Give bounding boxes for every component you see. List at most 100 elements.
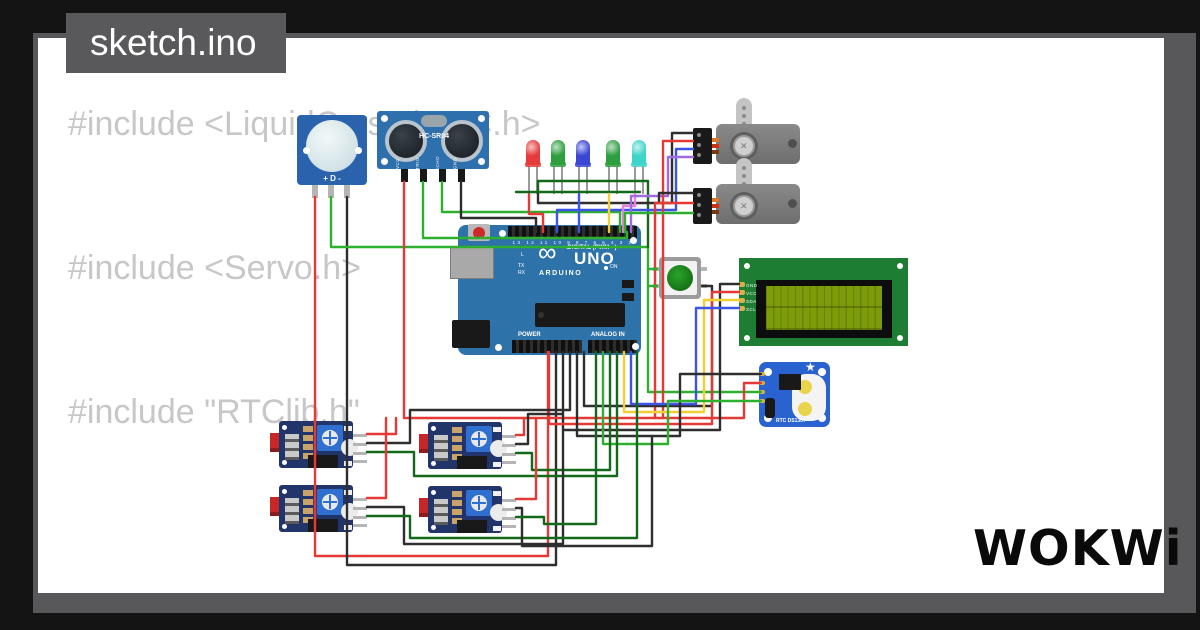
push-button[interactable] [653,257,707,303]
smd-part [344,426,352,431]
sketch-filename-tab[interactable]: sketch.ino [66,13,286,73]
ir-sensor-module-4[interactable] [419,486,517,534]
ribbon-wire-red [711,204,719,208]
mounting-hole [818,414,826,422]
ir-sensor-module-3[interactable] [270,485,368,533]
led-bulb [526,140,540,165]
arduino-brand-label: ARDUINO [539,270,583,277]
connector-pin [697,153,701,157]
mounting-hole [282,425,287,430]
led-red[interactable] [525,140,541,195]
arduino-uno-board[interactable]: 13 12 11 10 9 8 7 6 5 4 3 2 1 0 DIGITAL … [450,224,641,355]
sonar-label: HC-SR04 [419,133,449,140]
power-label: POWER [518,332,541,338]
sonar-pin [458,169,465,182]
analog-header[interactable] [588,340,637,353]
trimpot-slot [472,438,486,440]
lcd-pin-label: SCL [746,307,757,312]
digital-header[interactable] [508,226,637,239]
led-cyan[interactable] [631,140,647,195]
led-leg [642,166,644,194]
resistor [452,445,462,451]
comparator-ic [457,520,487,533]
led-bulb [576,140,590,165]
connector-pin [697,203,701,207]
comparator-ic [308,519,338,532]
on-led [604,266,608,270]
mounting-hole [495,344,502,351]
module-pin [353,460,367,463]
power-header[interactable] [512,340,582,353]
mounting-hole [478,115,485,122]
led-green[interactable] [550,140,566,195]
ribbon-wire-brown [711,210,719,214]
mounting-hole [499,230,506,237]
ir-sensor-module-2[interactable] [419,422,517,470]
pir-motion-sensor[interactable]: + D - [297,115,369,199]
rtc-pin [759,390,765,394]
led-leg [586,166,588,194]
icsp-header [622,280,634,288]
resistor [303,426,313,432]
sonar-pin-label: TRIG [414,157,420,170]
comparator-ic [457,456,487,469]
atmega-chip [535,303,625,327]
ultrasonic-sensor-hcsr04[interactable]: HC-SR04 VCC TRIG ECHO GND [377,111,489,182]
module-connector [285,498,299,524]
resistor [452,500,462,506]
trimpot-slot [472,502,486,504]
lcd1602-display[interactable]: GND VCC SDA SCL [739,258,908,346]
horn-hole [742,166,746,170]
module-pin [353,443,367,446]
lcd-screen [766,286,882,330]
resistor [452,427,462,433]
ribbon-wire-red [711,144,719,148]
lcd-pin-label: SDA [746,299,757,304]
module-pin [353,516,367,519]
servo-screw: ✕ [740,141,748,151]
module-pin [353,452,367,455]
sonar-pin [439,169,446,182]
button-cap[interactable] [667,265,693,291]
servo-2[interactable]: ✕ [685,156,810,226]
reset-button[interactable] [473,227,485,239]
led-bulb [551,140,565,165]
led-leg [528,166,530,194]
resistor [303,490,313,496]
lcd-pin [739,298,745,303]
ir-emitter [270,433,280,452]
rtc-pin [759,399,765,403]
uno-model-label: UNO [574,249,615,268]
wokwi-logo: WOKWi [973,520,1183,577]
chip-notch [538,312,544,318]
arduino-infinity-logo: ∞ [538,237,557,267]
led-bulb [606,140,620,165]
lcd-pin [739,290,745,295]
module-pin [502,453,516,456]
smd-part [344,525,352,530]
mounting-hole [431,426,436,431]
pir-pin-labels: + D - [323,174,341,183]
servo-1[interactable]: ✕ [685,96,810,166]
led-green[interactable] [605,140,621,195]
rtc-ds1307-module[interactable]: ★ RTC DS1307 [759,360,830,427]
ir-sensor-module-1[interactable] [270,421,368,469]
resistor [303,435,313,441]
rtc-pin [759,372,765,376]
servo-tab-hole [788,139,797,148]
module-connector [285,434,299,460]
resistor [303,499,313,505]
battery-contact [798,402,812,416]
led-leg [608,166,610,194]
module-pin [502,525,516,528]
servo-hub [733,135,755,157]
on-label: ON [610,264,618,270]
analog-label: ANALOG IN [591,332,625,338]
mounting-hole [764,368,772,376]
connector-pin [697,133,701,137]
smd-part [344,461,352,466]
led-blue[interactable] [575,140,591,195]
servo-tab-hole [788,199,797,208]
lcd-pin-label: GND [746,283,758,288]
